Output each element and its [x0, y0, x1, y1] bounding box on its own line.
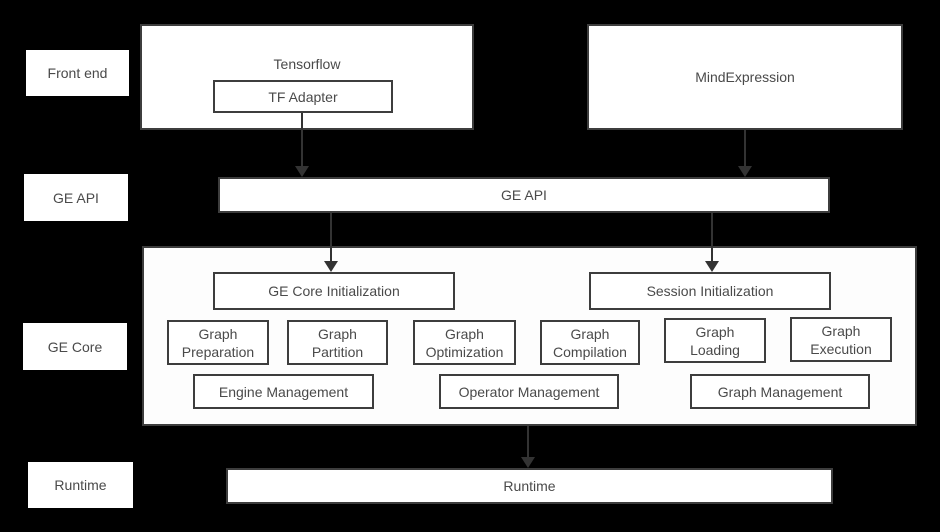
- ge-api-bar: GE API: [218, 177, 830, 213]
- arrow-ge-api-to-session-initialization: [705, 213, 719, 272]
- row-label-ge-api: GE API: [24, 174, 128, 221]
- mindexpression-box: MindExpression: [587, 24, 903, 130]
- tf-adapter-box: TF Adapter: [213, 80, 393, 113]
- tensorflow-title: Tensorflow: [273, 56, 341, 72]
- graph-loading-box: Graph Loading: [664, 318, 766, 363]
- row-label-ge-core: GE Core: [23, 323, 127, 370]
- session-initialization-box: Session Initialization: [589, 272, 831, 310]
- engine-management-box: Engine Management: [193, 374, 374, 409]
- arrow-mindexpression-to-ge-api: [738, 130, 752, 177]
- graph-partition-box: Graph Partition: [287, 320, 388, 365]
- ge-core-initialization-box: GE Core Initialization: [213, 272, 455, 310]
- arrow-tf-adapter-to-ge-api: [295, 113, 309, 177]
- operator-management-box: Operator Management: [439, 374, 619, 409]
- graph-preparation-box: Graph Preparation: [167, 320, 269, 365]
- graph-optimization-box: Graph Optimization: [413, 320, 516, 365]
- arrow-ge-api-to-ge-core-initialization: [324, 213, 338, 272]
- graph-execution-box: Graph Execution: [790, 317, 892, 362]
- graph-management-box: Graph Management: [690, 374, 870, 409]
- row-label-front-end: Front end: [26, 50, 129, 96]
- row-label-runtime: Runtime: [28, 462, 133, 508]
- graph-compilation-box: Graph Compilation: [540, 320, 640, 365]
- tensorflow-box: Tensorflow TF Adapter: [140, 24, 474, 130]
- ge-core-box: GE Core Initialization Session Initializ…: [142, 246, 917, 426]
- runtime-bar: Runtime: [226, 468, 833, 504]
- arrow-ge-core-to-runtime: [521, 426, 535, 468]
